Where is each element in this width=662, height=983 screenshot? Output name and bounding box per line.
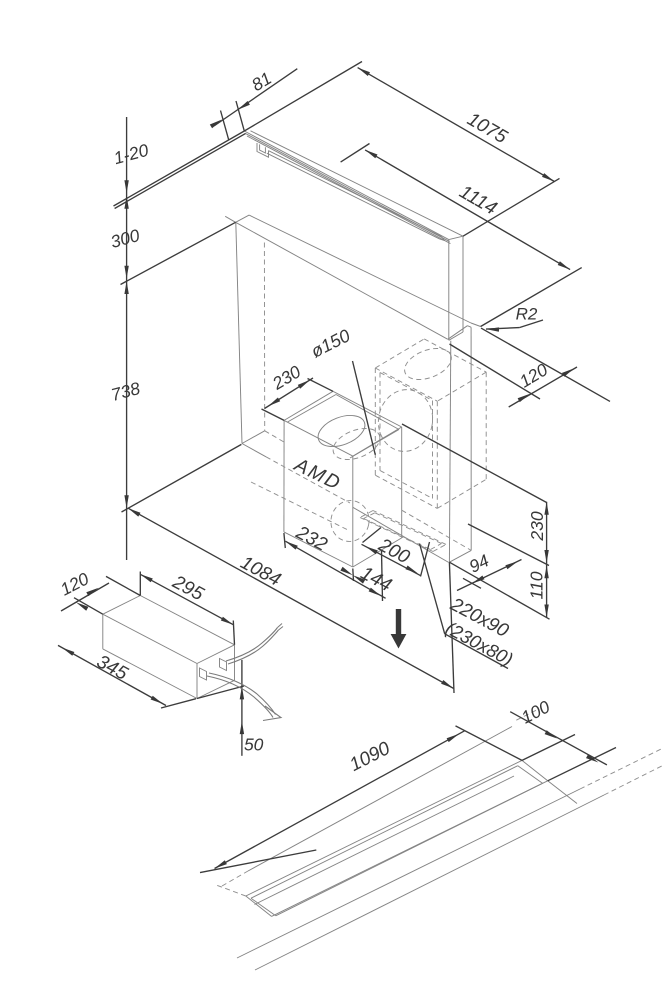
- svg-text:110: 110: [527, 571, 547, 599]
- svg-text:50: 50: [244, 735, 264, 755]
- svg-text:R2: R2: [516, 305, 538, 324]
- svg-text:230: 230: [527, 511, 547, 541]
